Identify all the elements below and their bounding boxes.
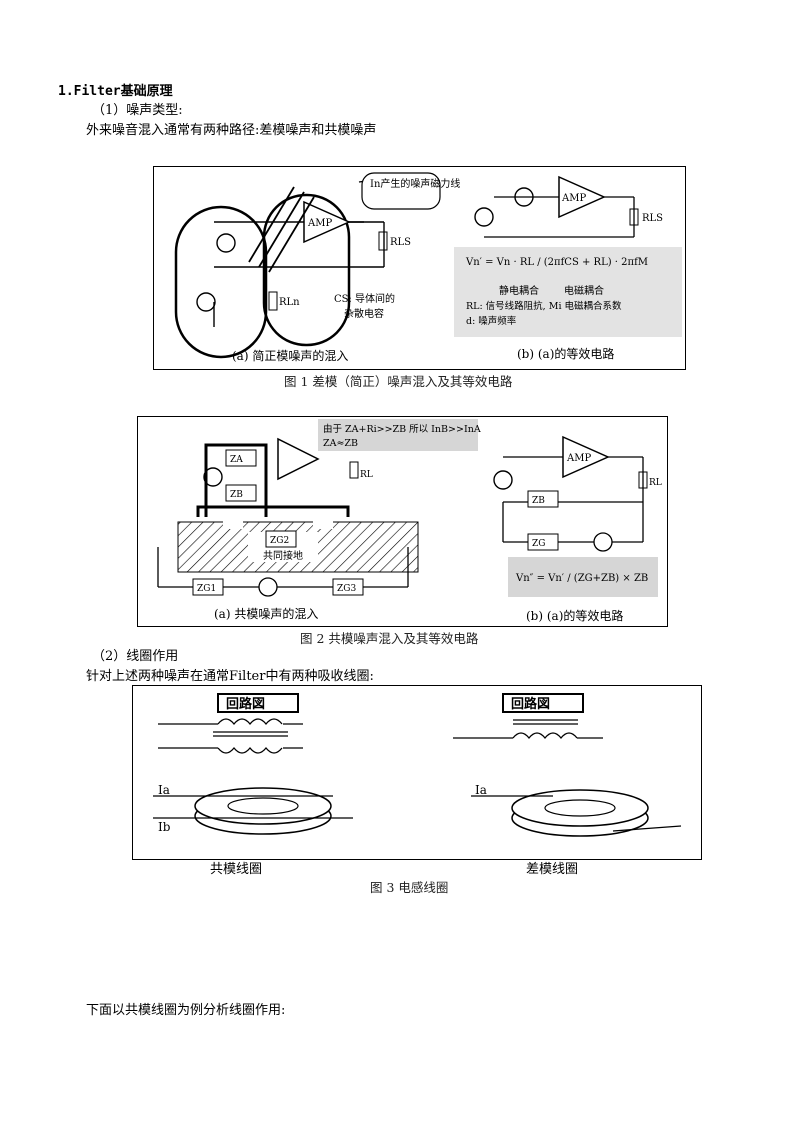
svg-text:ZG: ZG (532, 539, 545, 549)
figure-2-subcaption-b: (b) (a)的等效电路 (526, 609, 624, 623)
svg-text:AMP: AMP (566, 453, 591, 464)
svg-text:ZG1: ZG1 (197, 584, 216, 594)
svg-text:RL: RL (649, 478, 662, 488)
figure-1-subcaption-a: (a) 简正模噪声的混入 (232, 349, 349, 363)
figure-2-drawing: ZG2 共同接地 ZA ZB RL ZG1 ZG3 由于 ZA+Ri>>ZB 所… (157, 419, 662, 597)
svg-text:RLn: RLn (279, 297, 300, 308)
svg-text:d: 噪声频率: d: 噪声频率 (466, 315, 517, 327)
section-title: 1.Filter基础原理 (58, 84, 173, 99)
svg-text:In产生的噪声磁力线: In产生的噪声磁力线 (370, 177, 460, 190)
paragraph-analysis-intro: 下面以共模线圈为例分析线圈作用: (86, 1003, 286, 1018)
svg-text:Vn′ = Vn · RL / (2πfCS + RL) ·: Vn′ = Vn · RL / (2πfCS + RL) · 2πfM (465, 257, 648, 268)
svg-text:回路図: 回路図 (226, 696, 265, 712)
figure-1-diagram: AMP RLS RLn In产生的噪声磁力线 CS: 导体间的 杂散电容 AMP… (153, 166, 686, 370)
svg-text:ZB: ZB (532, 496, 545, 506)
paragraph-noise-paths: 外来噪音混入通常有两种路径:差模噪声和共模噪声 (86, 123, 377, 138)
svg-text:RLS: RLS (642, 213, 663, 224)
svg-text:Ia: Ia (475, 783, 487, 797)
figure-3-diagram: 回路図 回路図 Ia Ib Ia (132, 685, 702, 860)
figure-3-label-common-mode: 共模线圈 (210, 862, 263, 877)
figure-2-subcaption-a: (a) 共模噪声的混入 (214, 607, 319, 621)
figure-3-drawing: 回路図 回路図 Ia Ib Ia (153, 693, 682, 837)
svg-text:CS: 导体间的: CS: 导体间的 (334, 292, 395, 305)
svg-text:RL: RL (360, 470, 373, 480)
figure-1-subcaption-b: (b) (a)的等效电路 (517, 347, 615, 361)
svg-text:由于 ZA+Ri>>ZB 所以 InB>>InA: 由于 ZA+Ri>>ZB 所以 InB>>InA (323, 423, 481, 435)
svg-text:RL: 信号线路阻抗, Mi 电磁耦合系数: RL: 信号线路阻抗, Mi 电磁耦合系数 (466, 300, 622, 312)
figure-2-caption: 图 2 共模噪声混入及其等效电路 (300, 631, 479, 646)
svg-text:静电耦合: 静电耦合 (499, 284, 539, 297)
figure-1-caption: 图 1 差模（简正）噪声混入及其等效电路 (284, 374, 513, 389)
svg-text:杂散电容: 杂散电容 (344, 307, 384, 320)
svg-text:共同接地: 共同接地 (263, 549, 303, 562)
svg-text:ZG2: ZG2 (270, 536, 289, 546)
svg-text:RLS: RLS (390, 237, 411, 248)
paragraph-two-coils: 针对上述两种噪声在通常Filter中有两种吸收线圈: (86, 669, 374, 684)
figure-2-diagram: ZG2 共同接地 ZA ZB RL ZG1 ZG3 由于 ZA+Ri>>ZB 所… (137, 416, 668, 627)
subsection-noise-types: （1）噪声类型: (92, 103, 183, 118)
svg-text:Ib: Ib (158, 820, 171, 834)
svg-text:AMP: AMP (561, 193, 586, 204)
figure-3-caption: 图 3 电感线圈 (370, 880, 449, 895)
figure-1-drawing: AMP RLS RLn In产生的噪声磁力线 CS: 导体间的 杂散电容 AMP… (174, 172, 682, 359)
svg-text:电磁耦合: 电磁耦合 (564, 284, 604, 297)
svg-text:ZG3: ZG3 (337, 584, 356, 594)
svg-text:ZB: ZB (230, 490, 243, 500)
subsection-coil-function: （2）线圈作用 (92, 649, 179, 664)
svg-text:Vn″ = Vn′ / (ZG+ZB) × ZB: Vn″ = Vn′ / (ZG+ZB) × ZB (515, 573, 648, 584)
svg-text:Ia: Ia (158, 783, 170, 797)
svg-text:ZA≈ZB: ZA≈ZB (323, 438, 358, 449)
svg-text:ZA: ZA (230, 455, 243, 465)
svg-text:回路図: 回路図 (511, 696, 550, 712)
figure-3-label-differential-mode: 差模线圈 (526, 862, 579, 877)
svg-text:AMP: AMP (307, 218, 332, 229)
